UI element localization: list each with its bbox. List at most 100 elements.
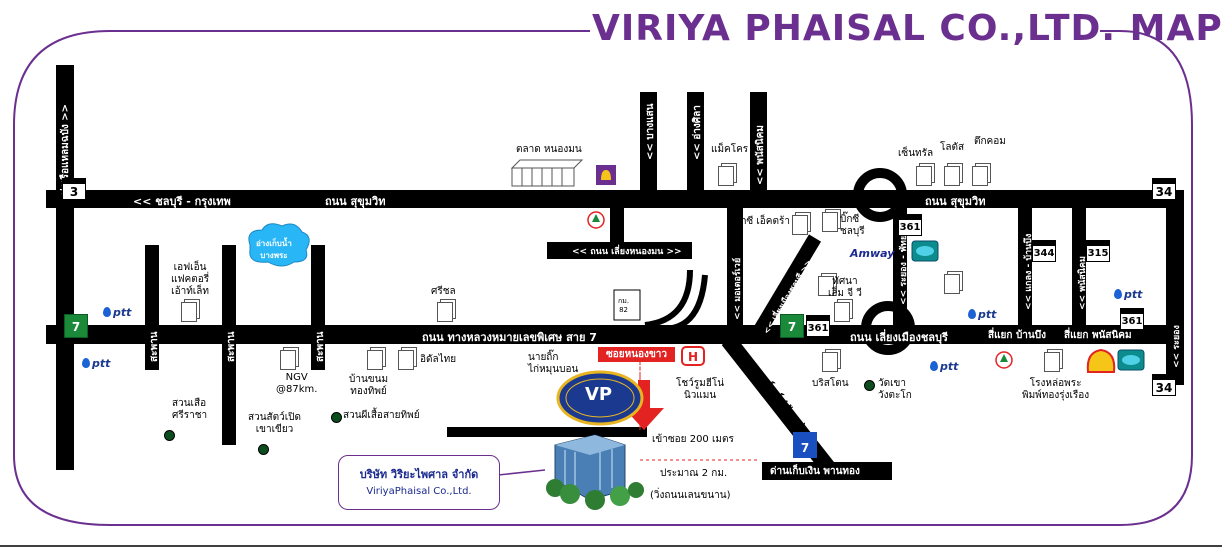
- label-sukhumvit-right: ถนน สุขุมวิท: [925, 195, 986, 208]
- label-talad-nongmon: ตลาด หนองมน: [516, 144, 582, 155]
- road-highway-7: [46, 325, 1176, 344]
- label-suan-sat: สวนสัตว์เปิด เขาเขียว: [248, 412, 302, 435]
- label-v-right-1: << ระยอง - พัทยา: [899, 229, 909, 305]
- label-bannong: บ้านขนม ทองทิพย์: [349, 374, 389, 397]
- label-right-vertical: << ระยอง: [1172, 325, 1182, 368]
- ptt-logo-3: ptt: [930, 360, 958, 373]
- road-motorway-vertical: [727, 208, 743, 328]
- arrow-down-icon: [624, 380, 664, 430]
- interchange-bottom: [861, 301, 915, 355]
- label-ngv: NGV @87km.: [276, 372, 318, 395]
- road-v-right-1: [893, 208, 907, 328]
- building-icon-makro: [718, 166, 734, 186]
- route-361-shield-c: 361: [1120, 308, 1144, 330]
- building-icon-361-area: [834, 302, 850, 322]
- route-361-shield-b: 361: [806, 315, 830, 337]
- road-v1: [640, 92, 657, 192]
- road-bottom-right: [762, 462, 892, 480]
- building-icon-srichon: [437, 302, 453, 322]
- road-nongmon-link: [610, 208, 624, 258]
- label-lotus-hospital: สหนิคม: [912, 269, 942, 279]
- dot-suan-suea: [164, 430, 175, 441]
- label-wat-khao: วัดเขา วังตะโก: [878, 378, 912, 401]
- label-motorway-vertical: << มอเตอร์เวย์: [733, 257, 743, 320]
- dot-suan-sat: [258, 444, 269, 455]
- road-v-right-3: [1072, 208, 1086, 328]
- label-nayabike: นายถิ๊ก ไก่หมุนบอน: [528, 352, 579, 375]
- label-tesana: ทัศนา เอ็ม จี วี: [828, 276, 862, 299]
- label-toll: ด่านเก็บเงิน พานทอง: [770, 466, 860, 477]
- label-approx: ประมาณ 2 กม.: [660, 468, 728, 479]
- label-km82: กม. 82: [618, 297, 630, 314]
- interchange-top: [853, 168, 907, 222]
- label-lake: อ่างเก็บน้ำ บางพระ: [256, 239, 292, 260]
- cloud-lake-icon: [248, 223, 310, 267]
- shell-icon: [1086, 348, 1116, 373]
- route-34-shield-top: 34: [1152, 178, 1176, 200]
- label-v2: << อ่างศิลา: [692, 105, 703, 160]
- company-building-icon: [546, 434, 644, 510]
- ptt-logo-5: ptt: [1114, 288, 1142, 301]
- route-3-shield: 3: [62, 178, 86, 200]
- company-name-en: ViriyaPhaisal Co.,Ltd.: [366, 486, 472, 497]
- label-sapan-2: สะพาน: [226, 331, 237, 362]
- ptt-logo-1: ptt: [103, 306, 131, 319]
- building-icon-bigc-chonburi: [822, 212, 838, 232]
- vp-logo-icon: [556, 370, 644, 426]
- label-suan-suea: สวนเสือ ศรีราชา: [172, 398, 208, 421]
- company-name-th: บริษัท วิริยะไพศาล จำกัด: [359, 468, 479, 481]
- road-v2: [687, 92, 704, 192]
- label-central: เซ็นทรัล: [898, 148, 934, 159]
- motorway-7-sign: 7: [793, 432, 817, 458]
- label-v1: << บางแสน: [645, 103, 656, 160]
- building-icon-tesana: [818, 276, 834, 296]
- building-icon-bannong: [367, 350, 383, 370]
- building-icon-bristol: [822, 352, 838, 372]
- label-suan-phi: สวนผีเสื้อสายทิพย์: [343, 410, 420, 421]
- soi-nongkhao-10-label: ซอยหนองขาว 10: [598, 347, 675, 375]
- highway-7-sign-mid: 7: [780, 314, 804, 338]
- label-saen-phanat: สี่แยก พนัสนิคม: [1064, 330, 1132, 341]
- label-showroom: โชว์รูมฮีโน่ นิวแมน: [676, 378, 725, 401]
- route-344-shield: 344: [1032, 240, 1056, 262]
- ptt-logo-4: ptt: [968, 308, 996, 321]
- building-icon-central: [916, 166, 932, 186]
- label-soi-distance: เข้าซอย 200 เมตร: [652, 434, 734, 445]
- label-bigc-chonburi: บิ๊กซี ชลบุรี: [840, 214, 865, 237]
- building-icon-lotus: [944, 166, 960, 186]
- label-wongtaban: (วิ่งถนนเลนขนาน): [650, 490, 731, 501]
- label-sapan-1: สะพาน: [149, 331, 160, 362]
- building-icon-fac: [944, 274, 960, 294]
- label-muang-chonburi: ถนน เลี่ยงเมืองชลบุรี: [850, 331, 948, 344]
- road-soi: [447, 427, 647, 437]
- building-icon-bigc-extra: [792, 215, 808, 235]
- building-icon-rong-lo: [1044, 352, 1060, 372]
- road-curve-82b: [654, 274, 708, 332]
- road-diag-bypass: [753, 234, 822, 334]
- km82-sign: [613, 289, 641, 321]
- ptt-logo-2: ptt: [82, 357, 110, 370]
- label-bristol: บริสโตน: [812, 378, 849, 389]
- road-sapan-2: [222, 245, 236, 445]
- label-iddilathai: อิดัลไทย: [420, 354, 457, 365]
- road-sapan-3: [311, 245, 325, 370]
- route-34-shield-bottom: 34: [1152, 374, 1176, 396]
- road-right-vertical: [1166, 190, 1184, 385]
- route-315-shield: 315: [1086, 240, 1110, 262]
- company-callout: บริษัท วิริยะไพศาล จำกัด ViriyaPhaisal C…: [338, 455, 500, 510]
- vp-logo-text: VP: [585, 384, 613, 405]
- road-sukhumvit-top: [46, 190, 1176, 208]
- building-icon-iddilathai: [398, 350, 414, 370]
- callout-line: [497, 469, 546, 476]
- label-lotus: โลตัส: [940, 142, 965, 153]
- label-v-right-3: << พนัสนิคม: [1078, 256, 1088, 310]
- hino-h-icon: H: [688, 350, 698, 364]
- market-building-icon: [510, 159, 584, 187]
- label-tukcom: ตึกคอม: [974, 136, 1006, 147]
- road-v-right-2: [1018, 208, 1032, 328]
- label-fn-outlet: เอฟเอ็น แฟคตอรี่ เอ้าท์เล็ท: [171, 262, 210, 297]
- label-sukhumvit-top: ถนน สุขุมวิท: [325, 195, 386, 208]
- route-361-shield-a: 361: [898, 214, 922, 236]
- label-srichon: ศรีชล: [431, 286, 456, 297]
